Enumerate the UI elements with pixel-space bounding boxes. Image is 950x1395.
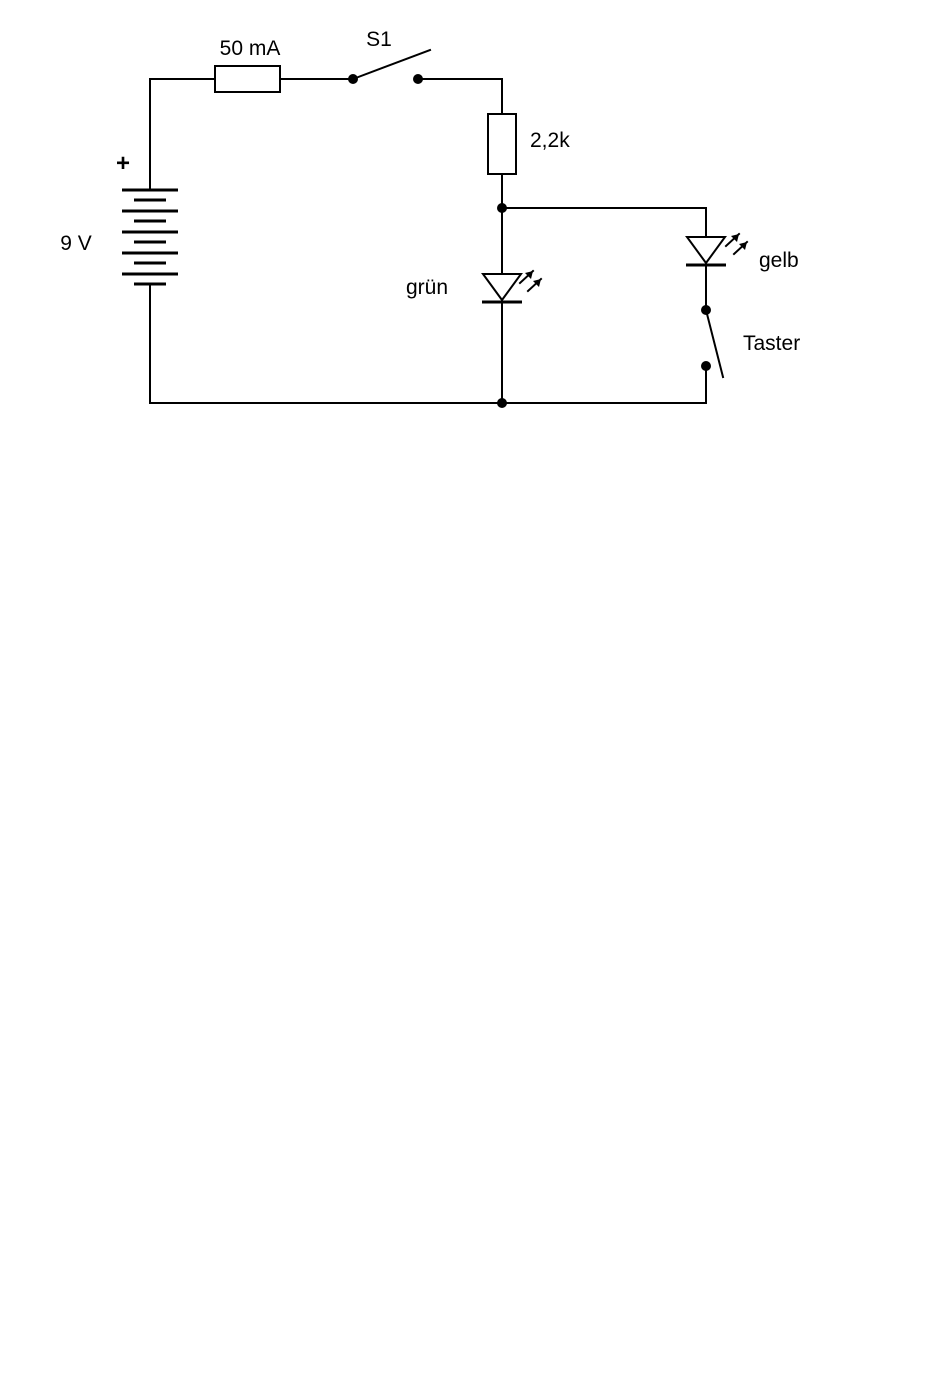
led-green-label: grün [406, 276, 448, 299]
pushbutton-label: Taster [743, 332, 800, 355]
pushbutton [701, 305, 723, 377]
led-green [482, 271, 541, 302]
battery [122, 190, 178, 293]
switch-s1-contact-right [413, 74, 423, 84]
led-yellow [686, 234, 747, 265]
fuse-label: 50 mA [220, 37, 281, 60]
switch-s1-label: S1 [366, 28, 392, 51]
led-green-triangle [483, 274, 521, 300]
junction-dot [497, 398, 507, 408]
pushbutton-contact-bottom [701, 361, 711, 371]
battery-plus-sign: + [116, 150, 130, 177]
led-yellow-light-arrows-icon [726, 234, 747, 254]
led-green-light-arrows-icon [520, 271, 541, 291]
led-yellow-label: gelb [759, 249, 799, 272]
wires [150, 79, 706, 403]
junction-dot [497, 203, 507, 213]
resistor-label: 2,2k [530, 129, 570, 152]
resistor [488, 114, 516, 174]
led-yellow-triangle [687, 237, 725, 263]
switch-s1 [348, 50, 430, 84]
fuse [215, 66, 280, 92]
battery-voltage-label: 9 V [60, 232, 92, 255]
